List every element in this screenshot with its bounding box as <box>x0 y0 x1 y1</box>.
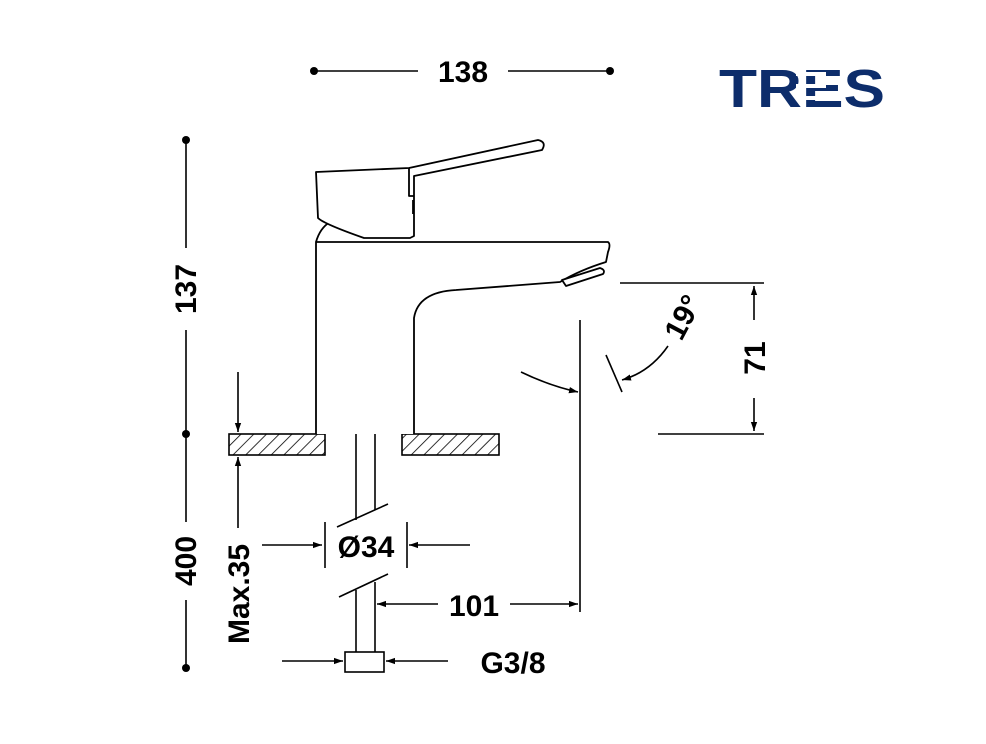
max-thickness-label: Max.35 <box>223 544 256 644</box>
spout-height-dimension <box>620 282 764 435</box>
width-label: 138 <box>438 56 488 89</box>
reach-label: 101 <box>449 590 499 623</box>
width-dimension <box>310 67 614 75</box>
supply-hose <box>336 434 389 673</box>
countertop <box>228 433 500 456</box>
spout-height-label: 71 <box>739 341 772 374</box>
logo-wave-marks <box>796 72 826 100</box>
angle-label: 19° <box>658 290 708 346</box>
logo-text: TRES <box>719 59 885 119</box>
height-label: 137 <box>170 264 203 314</box>
tres-logo: TRES <box>719 59 885 119</box>
hole-diameter-label: Ø34 <box>338 531 395 564</box>
connection-label: G3/8 <box>480 647 545 680</box>
faucet-body <box>315 139 611 434</box>
left-vertical-dimension <box>182 136 190 672</box>
hose-length-label: 400 <box>170 536 203 586</box>
hole-diameter-dimension <box>262 522 470 568</box>
angle-dimension <box>520 345 669 394</box>
reach-dimension <box>377 320 581 612</box>
